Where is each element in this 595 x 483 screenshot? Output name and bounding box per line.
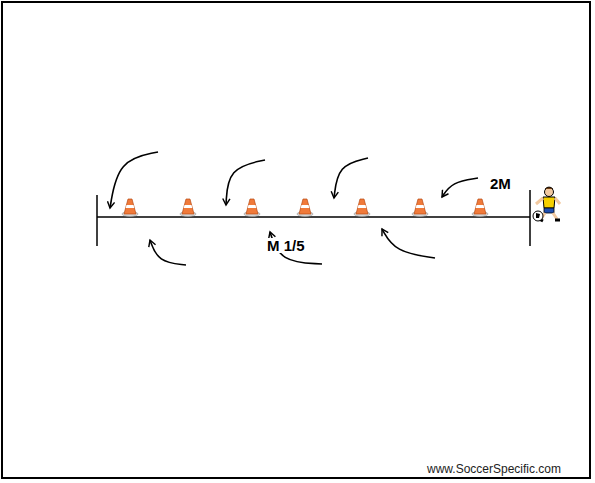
run-arrow (150, 240, 186, 265)
cone (472, 199, 488, 217)
cone (412, 199, 428, 217)
cone (297, 199, 313, 217)
run-arrow (442, 178, 478, 197)
cone (180, 199, 196, 217)
movement-arrows (110, 152, 478, 265)
cone (244, 199, 260, 217)
cone-row (122, 199, 488, 217)
distance-label: 2M (489, 176, 512, 191)
start-tick (96, 195, 98, 246)
course-line (97, 216, 530, 218)
cone (354, 199, 370, 217)
distance-label: M 1/5 (266, 238, 306, 253)
field-border (2, 2, 590, 478)
run-arrow (382, 229, 435, 258)
run-arrow (226, 160, 265, 205)
end-tick (529, 190, 531, 246)
run-arrow (110, 152, 158, 208)
watermark: www.SoccerSpecific.com (427, 463, 561, 475)
run-arrow (334, 158, 368, 198)
player-figure (533, 187, 560, 221)
cone (122, 199, 138, 217)
